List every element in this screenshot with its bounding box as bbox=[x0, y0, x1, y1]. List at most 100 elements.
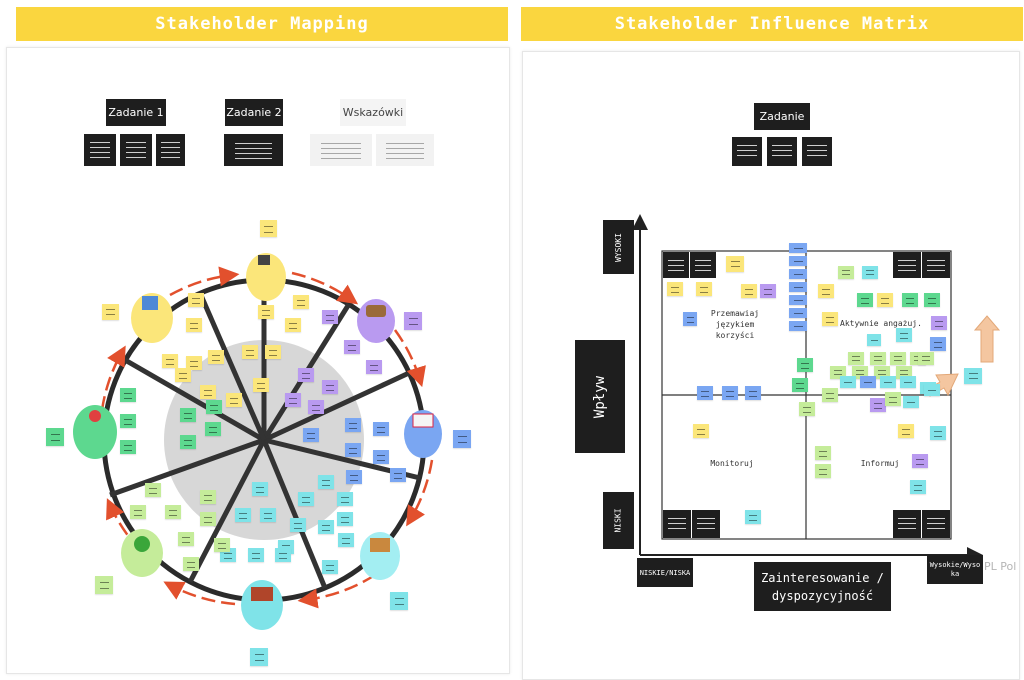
wheel-note[interactable] bbox=[162, 354, 178, 368]
wheel-note[interactable] bbox=[95, 576, 113, 594]
matrix-note[interactable] bbox=[852, 366, 868, 379]
wheel-note[interactable] bbox=[242, 345, 258, 359]
matrix-note[interactable] bbox=[789, 256, 807, 266]
wheel-note[interactable] bbox=[252, 482, 268, 496]
wheel-note[interactable] bbox=[180, 435, 196, 449]
matrix-note[interactable] bbox=[696, 282, 712, 296]
task2-card[interactable] bbox=[224, 134, 283, 166]
matrix-note[interactable] bbox=[964, 368, 982, 384]
wheel-note[interactable] bbox=[120, 440, 136, 454]
matrix-note[interactable] bbox=[898, 424, 914, 438]
wheel-note[interactable] bbox=[253, 378, 269, 392]
wheel-note[interactable] bbox=[258, 305, 274, 319]
matrix-note[interactable] bbox=[789, 282, 807, 292]
matrix-note[interactable] bbox=[910, 480, 926, 494]
matrix-task-card-2[interactable] bbox=[767, 137, 797, 166]
matrix-note[interactable] bbox=[789, 295, 807, 305]
matrix-note[interactable] bbox=[874, 366, 890, 379]
matrix-note[interactable] bbox=[840, 376, 856, 388]
matrix-note[interactable] bbox=[930, 337, 946, 351]
task1-card-3[interactable] bbox=[156, 134, 185, 166]
wheel-note[interactable] bbox=[390, 592, 408, 610]
wheel-note[interactable] bbox=[322, 560, 338, 574]
matrix-note[interactable] bbox=[822, 388, 838, 402]
matrix-note[interactable] bbox=[726, 256, 744, 272]
wheel-note[interactable] bbox=[390, 468, 406, 482]
wheel-note[interactable] bbox=[366, 360, 382, 374]
matrix-note[interactable] bbox=[789, 243, 807, 253]
matrix-note[interactable] bbox=[722, 386, 738, 400]
stakeholder-bubble-employees[interactable] bbox=[121, 529, 163, 577]
matrix-note[interactable] bbox=[848, 352, 864, 365]
matrix-note[interactable] bbox=[815, 464, 831, 478]
wheel-note[interactable] bbox=[46, 428, 64, 446]
wheel-note[interactable] bbox=[180, 408, 196, 422]
matrix-note[interactable] bbox=[885, 392, 901, 406]
wheel-note[interactable] bbox=[214, 538, 230, 552]
matrix-note[interactable] bbox=[880, 376, 896, 388]
hints-card-2[interactable] bbox=[376, 134, 434, 166]
wheel-note[interactable] bbox=[226, 393, 242, 407]
matrix-note[interactable] bbox=[741, 284, 757, 298]
stakeholder-bubble-media[interactable] bbox=[246, 253, 286, 301]
wheel-note[interactable] bbox=[102, 304, 119, 320]
wheel-note[interactable] bbox=[344, 340, 360, 354]
matrix-corner-doc-tr-2[interactable] bbox=[922, 252, 950, 278]
hints-card-1[interactable] bbox=[310, 134, 372, 166]
matrix-note[interactable] bbox=[877, 293, 893, 307]
wheel-note[interactable] bbox=[303, 428, 319, 442]
wheel-note[interactable] bbox=[275, 548, 291, 562]
matrix-note[interactable] bbox=[789, 308, 807, 318]
matrix-note[interactable] bbox=[931, 316, 947, 330]
wheel-note[interactable] bbox=[235, 508, 251, 522]
matrix-note[interactable] bbox=[890, 352, 906, 365]
wheel-note[interactable] bbox=[120, 414, 136, 428]
matrix-note[interactable] bbox=[870, 398, 886, 412]
matrix-corner-doc-tl-2[interactable] bbox=[690, 252, 716, 278]
matrix-note[interactable] bbox=[697, 386, 713, 400]
wheel-note[interactable] bbox=[175, 368, 191, 382]
matrix-note[interactable] bbox=[818, 284, 834, 298]
matrix-note[interactable] bbox=[867, 334, 881, 346]
matrix-task-card-1[interactable] bbox=[732, 137, 762, 166]
matrix-note[interactable] bbox=[799, 402, 815, 416]
wheel-note[interactable] bbox=[338, 533, 354, 547]
matrix-note[interactable] bbox=[862, 266, 878, 279]
wheel-note[interactable] bbox=[345, 418, 361, 432]
wheel-note[interactable] bbox=[285, 393, 301, 407]
matrix-note[interactable] bbox=[918, 352, 934, 365]
wheel-note[interactable] bbox=[337, 512, 353, 526]
wheel-note[interactable] bbox=[205, 422, 221, 436]
matrix-note[interactable] bbox=[760, 284, 776, 298]
wheel-note[interactable] bbox=[453, 430, 471, 448]
wheel-note[interactable] bbox=[200, 512, 216, 526]
wheel-note[interactable] bbox=[186, 318, 202, 332]
matrix-corner-doc-br-1[interactable] bbox=[893, 510, 921, 538]
task1-card-2[interactable] bbox=[120, 134, 152, 166]
wheel-note[interactable] bbox=[298, 492, 314, 506]
matrix-note[interactable] bbox=[857, 293, 873, 307]
wheel-note[interactable] bbox=[200, 385, 216, 399]
matrix-note[interactable] bbox=[903, 396, 919, 408]
wheel-note[interactable] bbox=[165, 505, 181, 519]
wheel-note[interactable] bbox=[322, 310, 338, 324]
wheel-note[interactable] bbox=[183, 557, 199, 571]
matrix-task-card-3[interactable] bbox=[802, 137, 832, 166]
task1-card-1[interactable] bbox=[84, 134, 116, 166]
wheel-note[interactable] bbox=[186, 356, 202, 370]
matrix-corner-doc-tr-1[interactable] bbox=[893, 252, 921, 278]
wheel-note[interactable] bbox=[318, 520, 334, 534]
matrix-corner-doc-tl-1[interactable] bbox=[663, 252, 689, 278]
stakeholder-bubble-authorities[interactable] bbox=[131, 293, 173, 343]
matrix-note[interactable] bbox=[900, 376, 916, 388]
matrix-note[interactable] bbox=[789, 321, 807, 331]
wheel-note[interactable] bbox=[120, 388, 136, 402]
wheel-note[interactable] bbox=[250, 648, 268, 666]
wheel-note[interactable] bbox=[265, 345, 281, 359]
matrix-note[interactable] bbox=[830, 366, 846, 379]
stakeholder-bubble-owners[interactable] bbox=[73, 405, 117, 459]
matrix-note[interactable] bbox=[667, 282, 683, 296]
matrix-note[interactable] bbox=[912, 454, 928, 468]
wheel-note[interactable] bbox=[285, 318, 301, 332]
matrix-note[interactable] bbox=[745, 386, 761, 400]
